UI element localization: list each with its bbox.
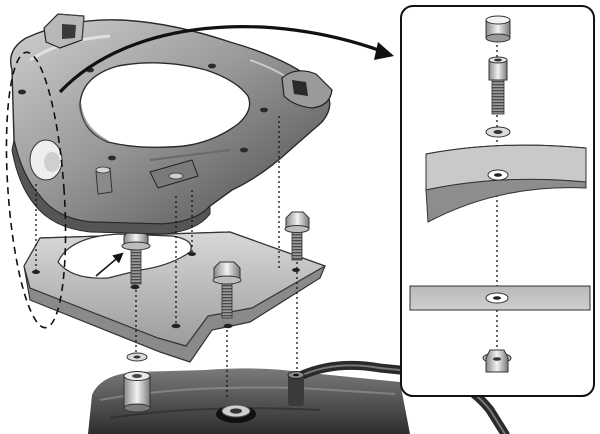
motorcycle-rear-frame (88, 360, 510, 434)
detail-socket-bolt (488, 56, 508, 115)
detail-plate-section (409, 285, 591, 311)
monolock-plate (9, 13, 333, 235)
direction-arrow (95, 252, 124, 277)
washer (126, 352, 148, 362)
flange-bolt (212, 261, 242, 319)
detail-zoom-panel (400, 5, 595, 397)
flange-bolt (284, 211, 310, 261)
detail-case-base (425, 144, 587, 223)
adapter-plate (23, 231, 327, 363)
detail-cap-sleeve (485, 15, 511, 43)
detail-washer (485, 126, 511, 138)
assembly-guide-lines (35, 116, 298, 400)
flange-bolt (121, 229, 151, 285)
callout-arrow (58, 25, 394, 94)
spacer-sleeve (123, 371, 151, 413)
detail-highlight-ellipse (5, 51, 67, 329)
detail-flange-nut (482, 349, 512, 373)
